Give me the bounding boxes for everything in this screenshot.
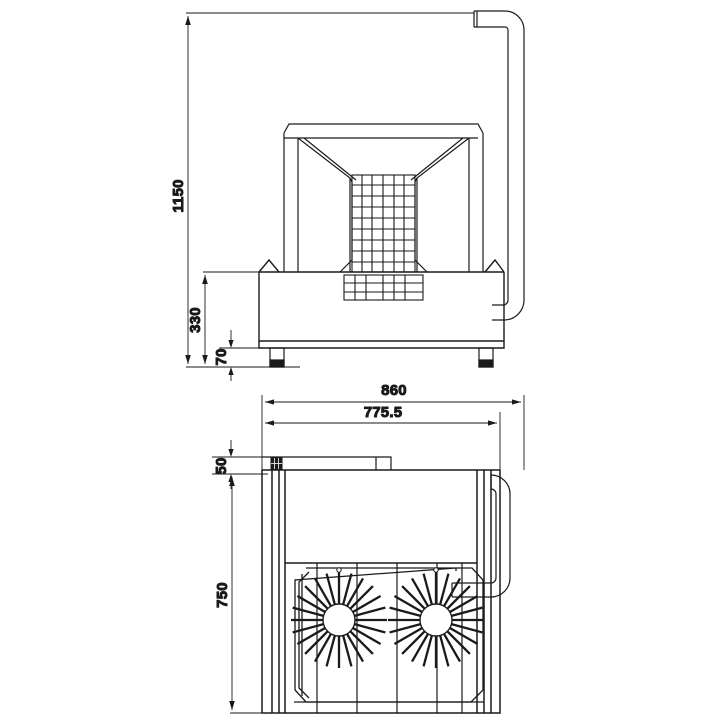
top-flange-bar <box>262 456 392 470</box>
dimension-label-860: 860 <box>381 382 407 399</box>
tubular-handle <box>473 10 525 321</box>
dimension-label-775-5: 775.5 <box>364 404 403 421</box>
dimension-775-5 <box>265 412 501 470</box>
body-cabinet <box>258 258 505 349</box>
front-elevation-view: 1150 330 70 <box>170 10 525 381</box>
dimension-label-330: 330 <box>187 307 204 333</box>
slotted-grate <box>343 174 424 301</box>
dimension-label-1150: 1150 <box>170 179 187 212</box>
fan-right <box>388 567 484 668</box>
fan-left <box>291 567 387 668</box>
side-handle-bracket <box>451 474 511 598</box>
dimension-70 <box>219 330 272 381</box>
plan-body-outline <box>261 469 501 714</box>
funnel-hopper <box>283 123 484 273</box>
dimension-label-70: 70 <box>213 348 230 365</box>
dimension-label-750: 750 <box>214 582 231 608</box>
dimension-label-50: 50 <box>213 457 230 474</box>
corner-fitting <box>270 457 283 470</box>
plan-view: 860 775.5 50 750 <box>212 382 525 714</box>
